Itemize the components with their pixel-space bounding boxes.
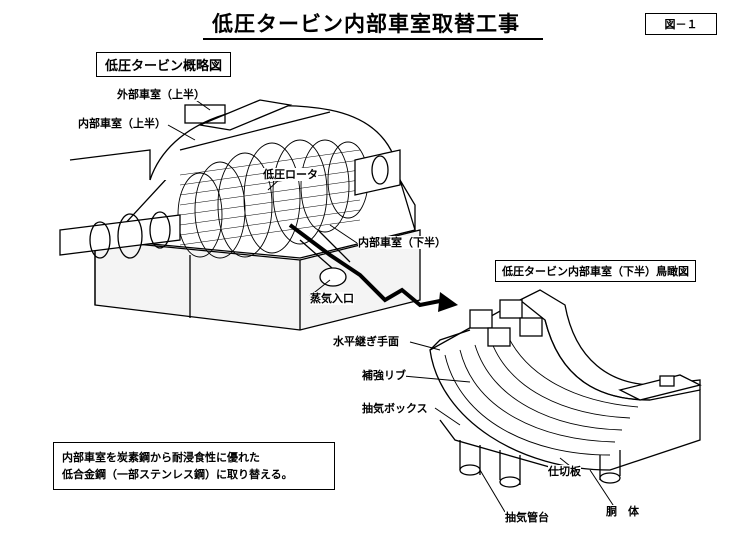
page-title: 低圧タービン内部車室取替工事 [212, 12, 520, 36]
label-horizontal-joint: 水平継ぎ手面 [333, 335, 399, 348]
note-line-2: 低合金鋼（一部ステンレス鋼）に取り替える。 [62, 468, 293, 481]
note-line-1: 内部車室を炭素鋼から耐浸食性に優れた [62, 451, 260, 464]
label-steam-inlet: 蒸気入口 [310, 292, 354, 305]
figure-number: 図－１ [645, 13, 717, 35]
title-underline [203, 38, 543, 40]
note-box: 内部車室を炭素鋼から耐浸食性に優れた 低合金鋼（一部ステンレス鋼）に取り替える。 [53, 442, 335, 490]
label-rib: 補強リブ [362, 369, 406, 382]
label-outer-casing-upper: 外部車室（上半） [117, 88, 205, 101]
lp-turbine-drawing [59, 99, 421, 331]
label-inner-casing-upper: 内部車室（上半） [78, 117, 166, 130]
label-lp-rotor: 低圧ロータ [263, 168, 318, 181]
label-extraction-box: 抽気ボックス [362, 402, 428, 415]
label-inner-casing-lower: 内部車室（下半） [358, 236, 446, 249]
label-extraction-nozzle: 抽気管台 [505, 511, 549, 524]
label-body: 胴 体 [606, 505, 639, 518]
overview-heading: 低圧タービン概略図 [96, 52, 232, 77]
inner-casing-drawing [429, 289, 702, 488]
label-partition: 仕切板 [548, 465, 581, 478]
detail-leader-lines [391, 341, 616, 513]
detail-heading: 低圧タービン内部車室（下半）鳥瞰図 [495, 260, 696, 282]
pointer-arrow [288, 223, 446, 308]
